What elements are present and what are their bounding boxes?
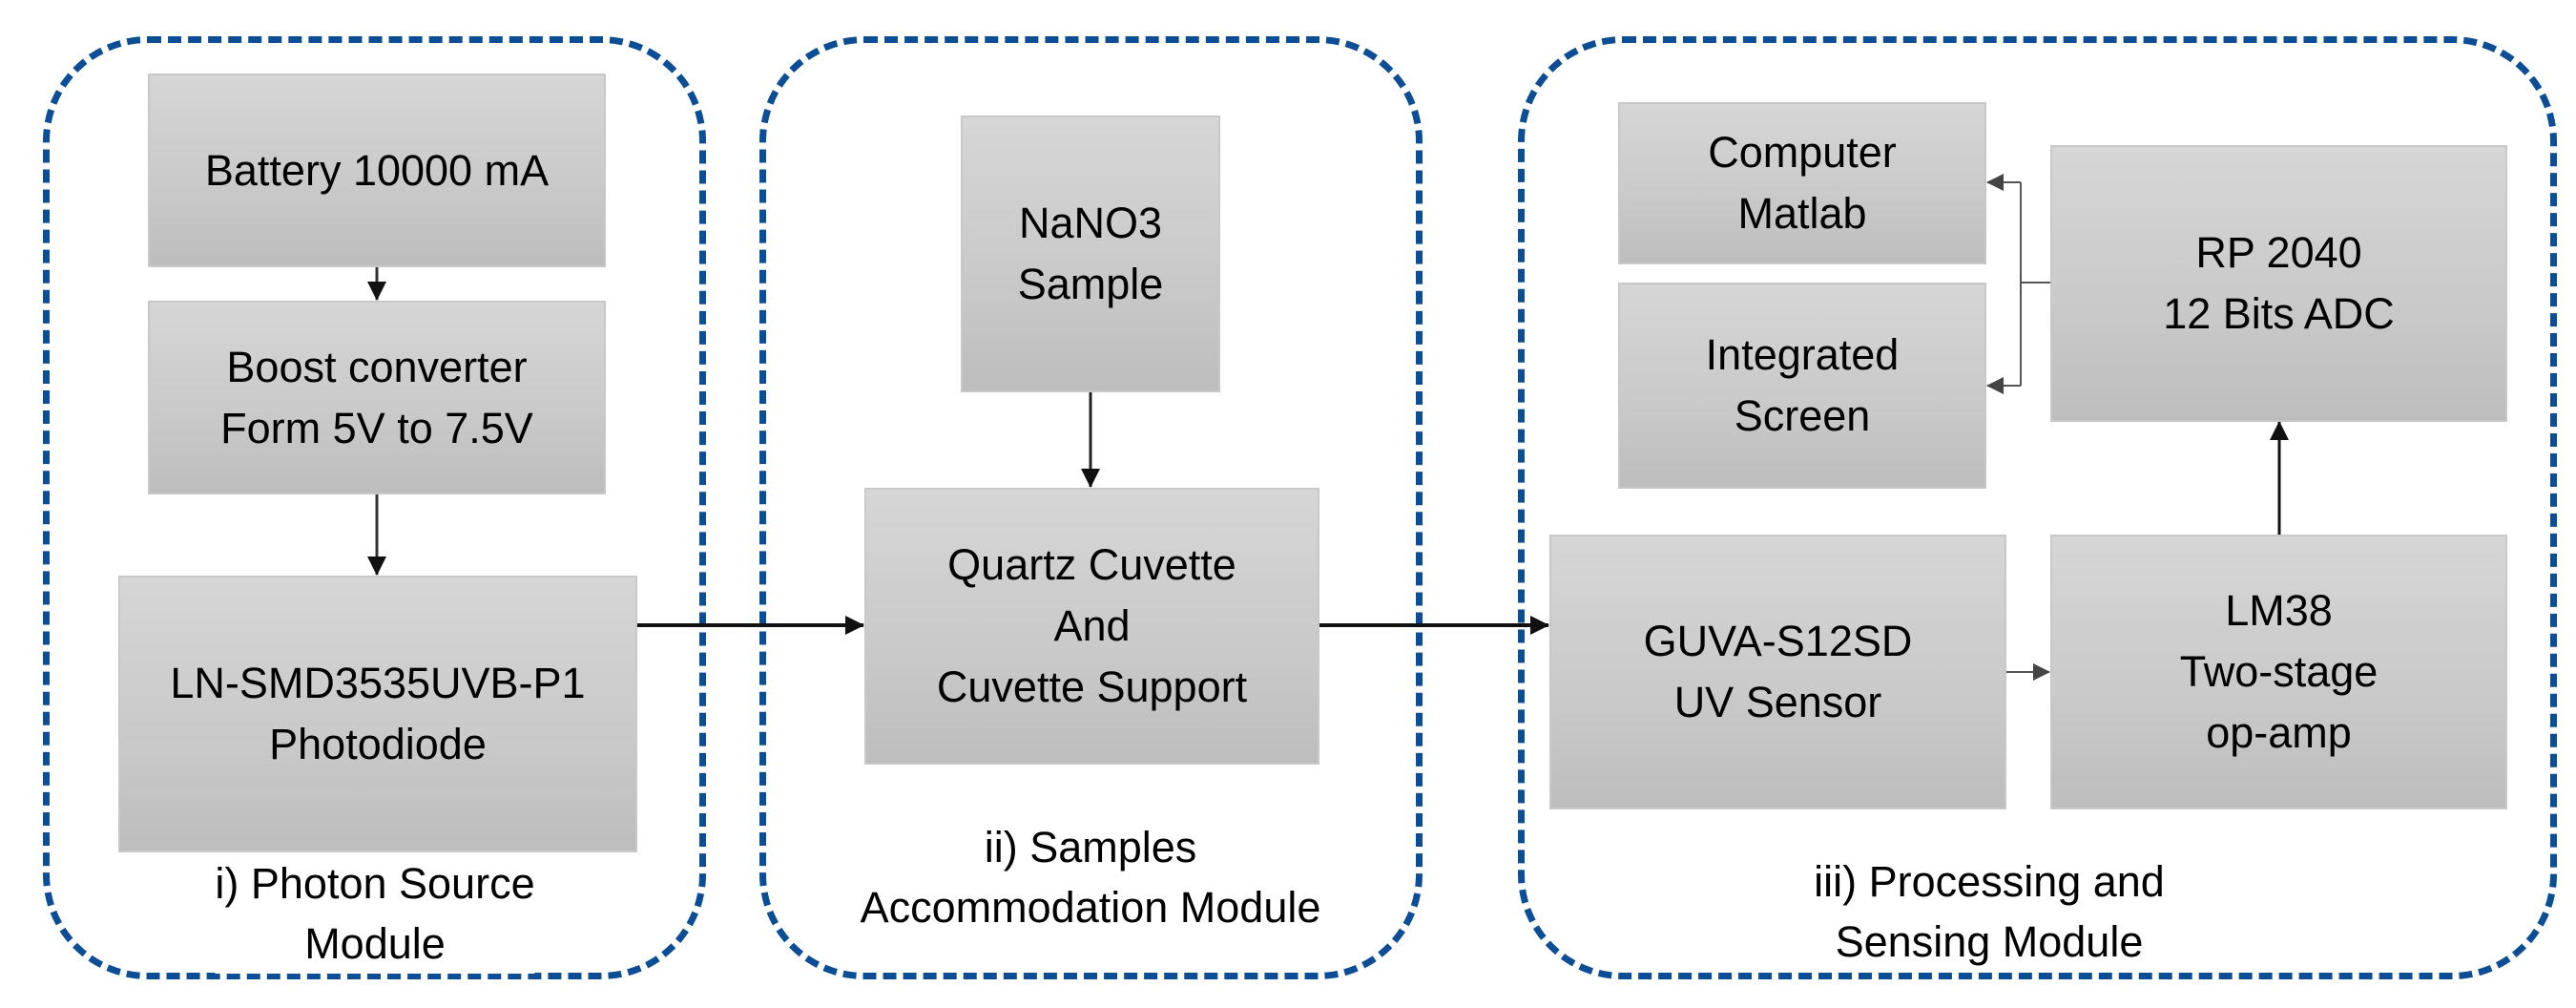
- mcu-block: RP 2040 12 Bits ADC: [2050, 145, 2507, 422]
- amplifier-label-line1: LM38: [2225, 586, 2333, 635]
- sensor-block: GUVA-S12SD UV Sensor: [1549, 535, 2006, 809]
- screen-label-line1: Integrated: [1705, 330, 1900, 379]
- samples-accommodation-module-label: ii) Samples Accommodation Module: [860, 817, 1321, 937]
- amplifier-label-line3: op-amp: [2206, 708, 2352, 757]
- photon-source-module: [43, 36, 706, 979]
- photodiode-block: LN-SMD3535UVB-P1 Photodiode: [118, 576, 637, 852]
- photon-source-module-label: i) Photon Source Module: [215, 853, 535, 974]
- module-label-line: ii) Samples: [984, 823, 1197, 872]
- sensor-label-line1: GUVA-S12SD: [1643, 617, 1913, 665]
- battery-block: Battery 10000 mA: [148, 74, 606, 267]
- mcu-label-line2: 12 Bits ADC: [2163, 289, 2395, 338]
- photodiode-label-line1: LN-SMD3535UVB-P1: [170, 659, 586, 707]
- sample-label-line1: NaNO3: [1018, 199, 1163, 247]
- module-label-line: Module: [304, 919, 446, 968]
- screen-block: Integrated Screen: [1618, 283, 1986, 489]
- amplifier-label-line2: Two-stage: [2179, 647, 2379, 696]
- sample-label-line2: Sample: [1017, 260, 1164, 308]
- module-label-line: Sensing Module: [1835, 917, 2144, 966]
- cuvette-block: Quartz Cuvette And Cuvette Support: [864, 488, 1319, 765]
- cuvette-label-line3: Cuvette Support: [936, 662, 1248, 711]
- boost-label-line2: Form 5V to 7.5V: [220, 403, 533, 452]
- cuvette-label-line2: And: [1053, 601, 1131, 650]
- screen-label-line2: Screen: [1734, 391, 1871, 440]
- computer-label-line1: Computer: [1708, 128, 1897, 177]
- photodiode-label-line2: Photodiode: [269, 720, 487, 768]
- computer-label-line2: Matlab: [1737, 189, 1867, 238]
- module-label-line: Accommodation Module: [860, 883, 1321, 932]
- sensor-label-line2: UV Sensor: [1673, 678, 1882, 726]
- boost-label-line1: Boost converter: [226, 342, 528, 391]
- sample-block: NaNO3 Sample: [961, 116, 1220, 392]
- computer-block: Computer Matlab: [1618, 102, 1986, 264]
- boost-converter-block: Boost converter Form 5V to 7.5V: [148, 301, 606, 494]
- processing-sensing-module-label: iii) Processing and Sensing Module: [1814, 851, 2165, 972]
- amplifier-block: LM38 Two-stage op-amp: [2050, 535, 2507, 809]
- mcu-label-line1: RP 2040: [2195, 228, 2362, 277]
- battery-label: Battery 10000 mA: [204, 145, 550, 195]
- samples-accommodation-module: [759, 36, 1423, 979]
- cuvette-label-line1: Quartz Cuvette: [947, 540, 1236, 589]
- module-label-line: i) Photon Source: [215, 859, 535, 908]
- processing-sensing-module: [1518, 36, 2557, 979]
- module-label-line: iii) Processing and: [1814, 857, 2165, 906]
